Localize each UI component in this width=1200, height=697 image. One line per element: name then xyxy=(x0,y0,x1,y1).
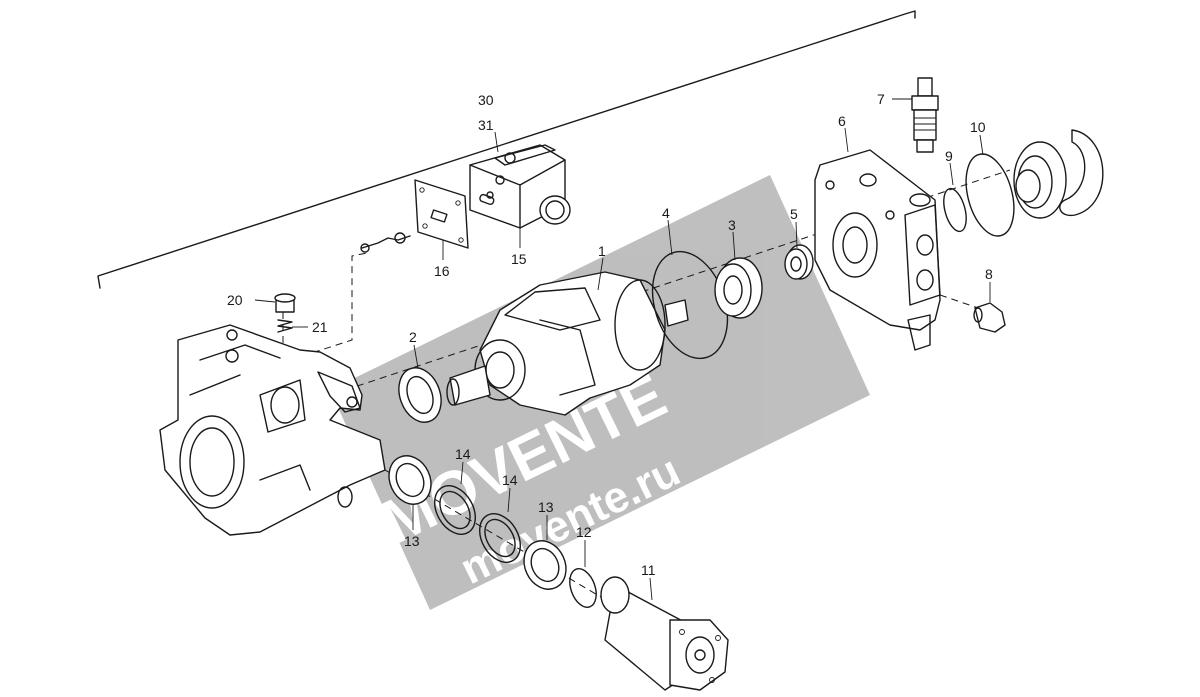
callout-1: 1 xyxy=(598,243,606,259)
rotating-group-1 xyxy=(446,271,689,416)
leader-lines xyxy=(254,98,991,601)
callout-4: 4 xyxy=(662,205,670,221)
callout-3: 3 xyxy=(728,217,736,233)
ring-14a xyxy=(434,485,476,535)
callout-30: 30 xyxy=(478,92,494,108)
oring-10 xyxy=(965,153,1015,237)
ring-14b xyxy=(479,513,521,563)
callout-11: 11 xyxy=(641,562,656,578)
oring-9 xyxy=(943,187,967,233)
callout-9: 9 xyxy=(945,148,953,164)
control-valve-15 xyxy=(469,144,571,229)
callout-8: 8 xyxy=(985,266,993,282)
oring-12 xyxy=(569,568,597,608)
shaft-seal xyxy=(1013,141,1067,219)
callout-31: 31 xyxy=(478,117,494,133)
callout-14-right: 14 xyxy=(502,472,518,488)
circlip xyxy=(1059,129,1104,217)
callout-15: 15 xyxy=(511,251,527,267)
callout-20: 20 xyxy=(227,292,243,308)
callout-7: 7 xyxy=(877,91,885,107)
callout-13-right: 13 xyxy=(538,499,554,515)
callout-16: 16 xyxy=(434,263,450,279)
callout-14-left: 14 xyxy=(455,446,471,462)
callout-10: 10 xyxy=(970,119,986,135)
callout-21: 21 xyxy=(312,319,328,335)
spring-21 xyxy=(277,319,293,333)
gasket-plate-16 xyxy=(360,179,469,253)
bearing-3 xyxy=(714,257,763,319)
callout-6: 6 xyxy=(838,113,846,129)
bearing-5 xyxy=(784,244,814,280)
callout-13-left: 13 xyxy=(404,533,420,549)
plug-20 xyxy=(274,293,296,313)
valve-cartridge-7 xyxy=(911,77,939,153)
reference-line xyxy=(97,10,916,289)
cylinder-11 xyxy=(600,576,729,691)
callout-labels: 1 2 3 4 5 6 7 8 9 10 11 12 13 13 14 14 1… xyxy=(227,91,993,578)
ring-13a xyxy=(388,455,432,505)
callout-12: 12 xyxy=(576,524,592,540)
ring-13b xyxy=(523,540,567,590)
plug-8 xyxy=(973,302,1006,333)
callout-2: 2 xyxy=(409,329,417,345)
callout-5: 5 xyxy=(790,206,798,222)
washer-2 xyxy=(398,367,442,423)
end-cover-6 xyxy=(814,149,941,351)
pump-housing xyxy=(159,324,386,536)
